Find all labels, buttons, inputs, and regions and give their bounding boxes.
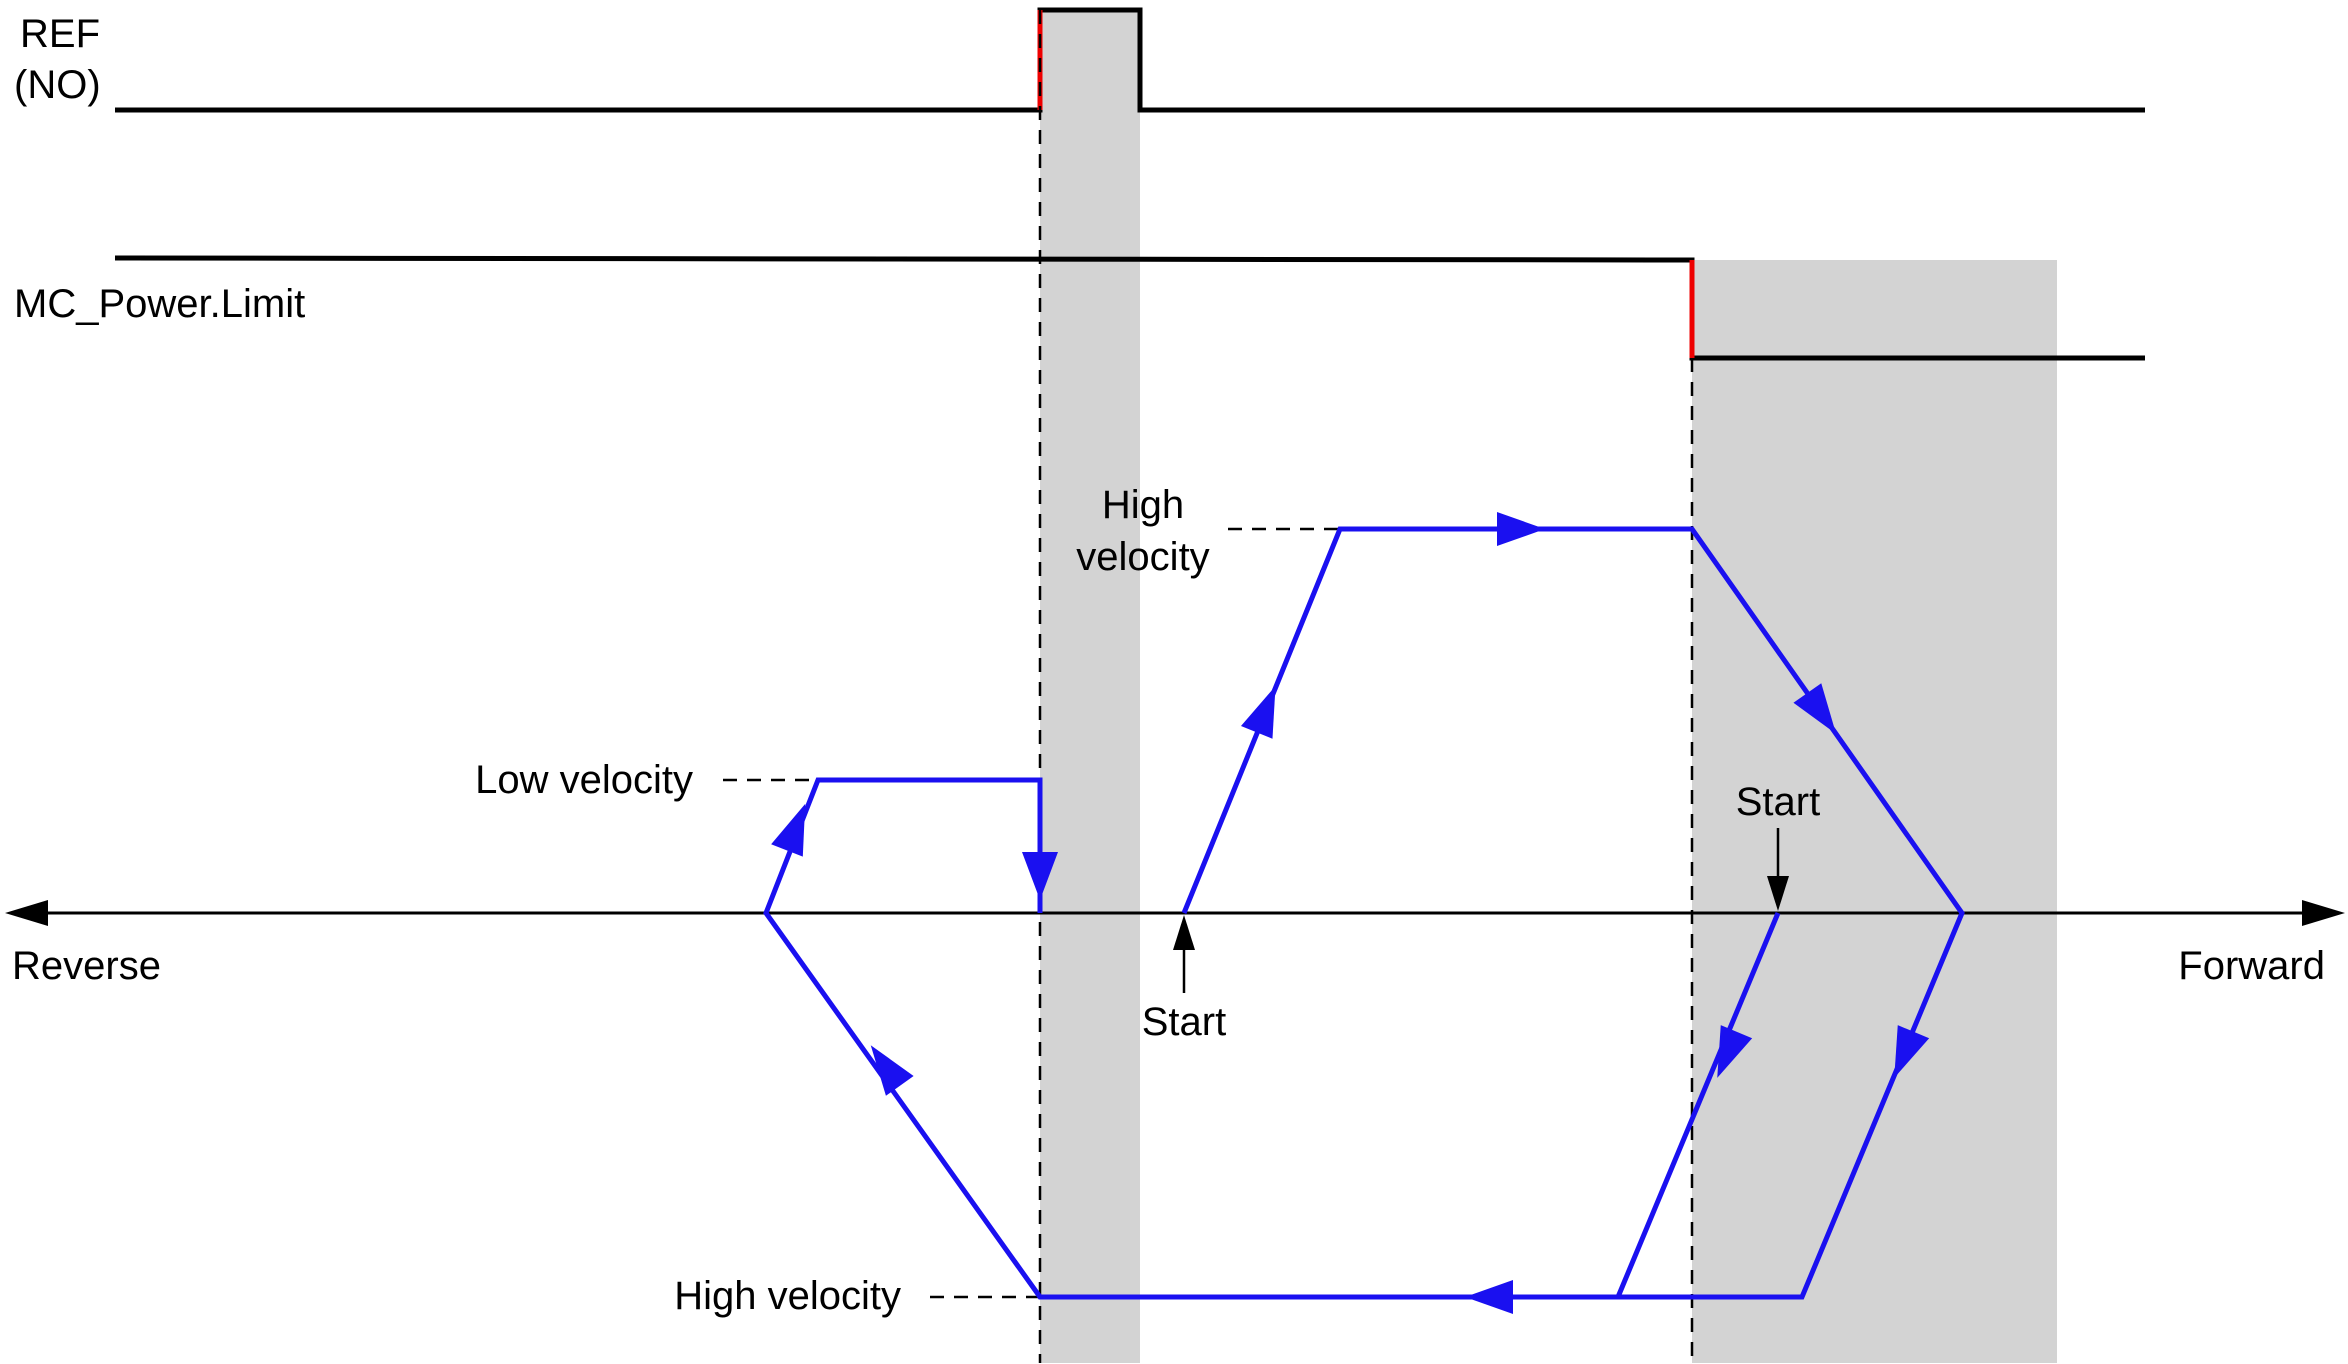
arrow-down-outer-return (1894, 1025, 1930, 1078)
position-axis (5, 900, 2345, 926)
high-velocity-top-line2: velocity (1076, 535, 1209, 579)
ref-label-line2: (NO) (14, 63, 101, 107)
arrow-right-high-top (1497, 512, 1545, 546)
motion-path-lower-right (1615, 912, 1781, 1298)
start-pointer-middle (1173, 915, 1195, 993)
arrow-up-high-ramp (1240, 686, 1276, 739)
arrow-down-right-diagonal (1793, 683, 1837, 734)
start-pointer-right (1767, 828, 1789, 911)
ref-active-zone (1040, 10, 1140, 1363)
reverse-label: Reverse (12, 944, 161, 988)
arrow-up-low-ramp (771, 803, 806, 857)
forward-label: Forward (2178, 944, 2325, 988)
high-velocity-bottom-label: High velocity (674, 1274, 901, 1318)
arrow-left-bottom (1465, 1280, 1513, 1314)
high-velocity-top-line1: High (1102, 483, 1184, 527)
start-label-middle: Start (1142, 1000, 1226, 1044)
ref-label-line1: REF (20, 12, 100, 56)
low-velocity-label: Low velocity (475, 758, 693, 802)
forward-arrowhead (2302, 900, 2345, 926)
arrow-down-at-ref (1022, 852, 1058, 900)
start-label-right: Start (1736, 780, 1820, 824)
limit-label: MC_Power.Limit (14, 282, 305, 326)
arrow-down-inner-return (1717, 1025, 1753, 1078)
limit-signal (114, 255, 2145, 361)
limit-active-zone (1692, 260, 2057, 1363)
arrow-up-left-diagonal (870, 1045, 914, 1096)
reverse-arrowhead (5, 900, 48, 926)
